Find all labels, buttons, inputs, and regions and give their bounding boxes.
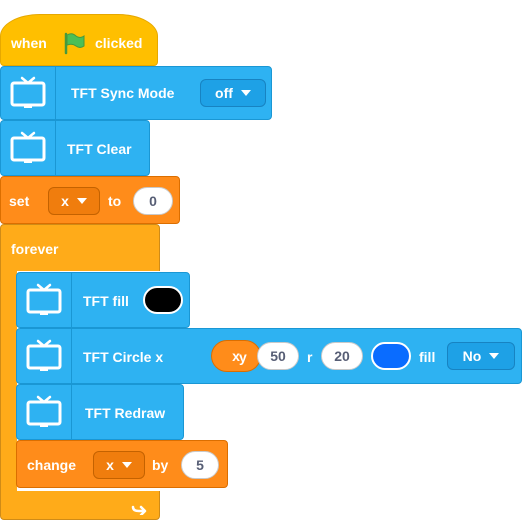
r-label: r <box>307 349 313 365</box>
tv-icon <box>9 75 47 112</box>
chevron-down-icon <box>240 90 251 96</box>
tft-icon-box <box>1 67 56 119</box>
tv-icon <box>25 282 63 319</box>
chevron-down-icon <box>121 462 132 468</box>
change-value-input[interactable]: 5 <box>181 451 219 479</box>
fill-color-picker[interactable] <box>143 286 183 314</box>
tft-clear-block[interactable]: TFT Clear <box>0 120 150 176</box>
set-variable-dropdown[interactable]: x <box>48 187 100 215</box>
tft-redraw-block[interactable]: TFT Redraw <box>16 384 184 440</box>
tft-icon-box <box>17 273 72 327</box>
tft-icon-box <box>17 385 72 439</box>
sync-mode-dropdown[interactable]: off <box>200 79 266 107</box>
r-value-input[interactable]: 20 <box>321 342 363 370</box>
set-variable-name: x <box>61 193 69 209</box>
y-value-input[interactable]: 50 <box>257 342 299 370</box>
by-label: by <box>152 457 169 473</box>
set-variable-block[interactable]: set x to 0 <box>0 176 180 224</box>
change-variable-dropdown[interactable]: x <box>93 451 145 479</box>
set-label: set <box>9 193 30 209</box>
tft-circle-label: TFT Circle x <box>83 349 164 365</box>
change-label: change <box>27 457 77 473</box>
chevron-down-icon <box>76 198 87 204</box>
tv-icon <box>9 130 47 167</box>
forever-label: forever <box>11 241 59 257</box>
when-label: when <box>11 35 47 51</box>
green-flag-icon <box>62 31 86 58</box>
clicked-label: clicked <box>95 35 143 51</box>
chevron-down-icon <box>489 353 500 359</box>
fill-option-dropdown[interactable]: No <box>447 342 515 370</box>
set-value-input[interactable]: 0 <box>133 187 173 215</box>
tv-icon <box>25 394 63 431</box>
tft-fill-block[interactable]: TFT fill <box>16 272 190 328</box>
tft-circle-block[interactable]: TFT Circle x x y 50 r 20 fill No <box>16 328 522 384</box>
sync-mode-value: off <box>215 85 233 101</box>
when-flag-clicked-block[interactable]: when clicked <box>0 14 158 66</box>
tft-icon-box <box>17 329 72 383</box>
tv-icon <box>25 338 63 375</box>
tft-fill-label: TFT fill <box>83 293 129 309</box>
change-variable-block[interactable]: change x by 5 <box>16 440 228 488</box>
y-label: y <box>239 349 247 365</box>
to-label: to <box>108 193 122 209</box>
fill-label: fill <box>419 349 436 365</box>
circle-color-picker[interactable] <box>371 342 411 370</box>
tft-redraw-label: TFT Redraw <box>85 405 166 421</box>
x-variable-reporter[interactable]: x <box>211 340 261 372</box>
tft-sync-mode-label: TFT Sync Mode <box>71 85 175 101</box>
tft-icon-box <box>1 121 56 175</box>
tft-clear-label: TFT Clear <box>67 141 132 157</box>
change-variable-name: x <box>106 457 114 473</box>
repeat-arrow-icon <box>129 495 149 517</box>
tft-sync-mode-block[interactable]: TFT Sync Mode off <box>0 66 272 120</box>
fill-option-value: No <box>462 348 482 364</box>
